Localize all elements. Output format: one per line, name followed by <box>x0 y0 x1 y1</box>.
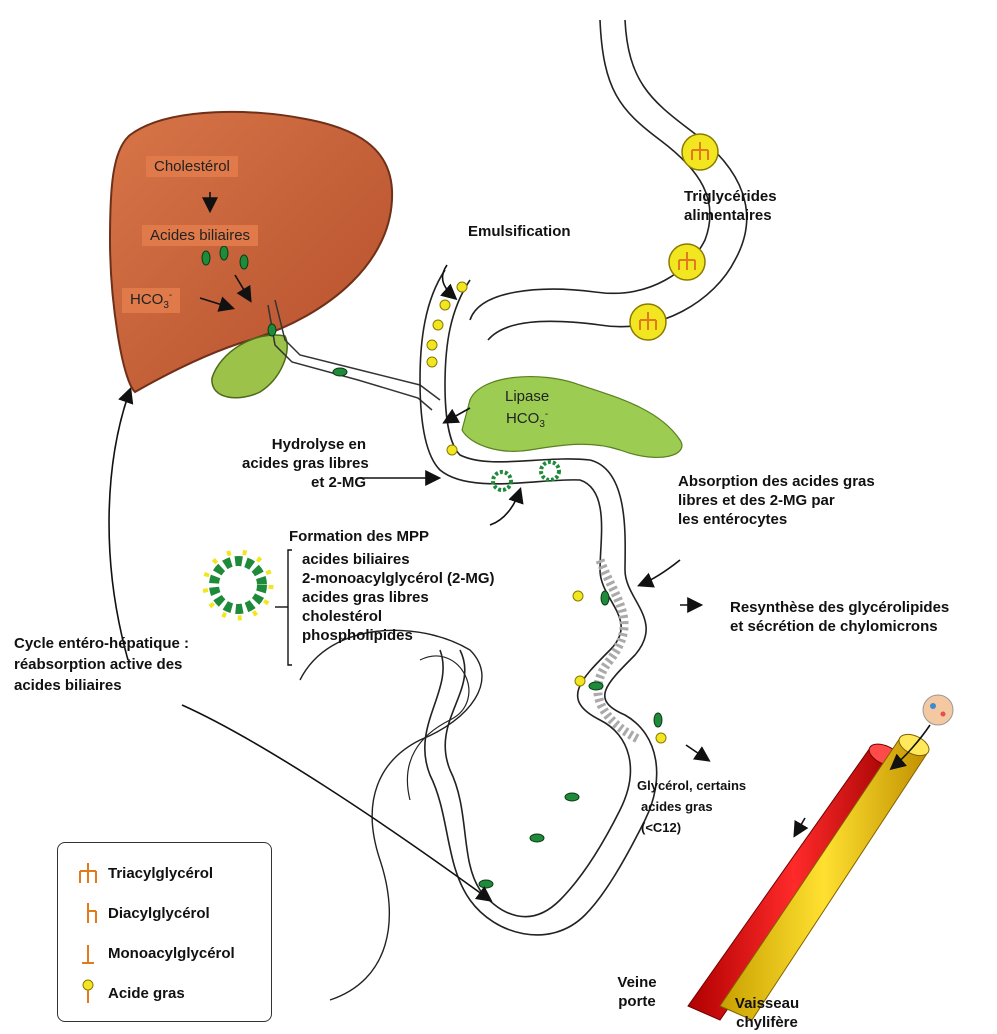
label-bile-acids: Acides biliaires <box>142 225 258 246</box>
label-pancreas: Lipase HCO3- <box>497 386 557 436</box>
legend: Triacylglycérol Diacylglycérol Monoacylg… <box>57 842 272 1022</box>
mpp-item: phospholipides <box>302 626 495 645</box>
pancreas-shape <box>462 377 682 458</box>
label-vein-2: porte <box>612 992 662 1011</box>
label-absorption-2: libres et des 2-MG par <box>678 491 875 510</box>
label-lymph-2: chylifère <box>722 1013 812 1032</box>
label-absorption: Absorption des acides gras libres et des… <box>678 472 875 529</box>
label-lymph-vessel: Vaisseau chylifère <box>722 994 812 1032</box>
triglyceride-droplets <box>630 134 718 340</box>
label-vein-1: Veine <box>612 973 662 992</box>
mpp-title: Formation des MPP <box>289 527 429 546</box>
label-glycerol-3: (<C12) <box>637 817 746 838</box>
label-resynthesis-2: et sécrétion de chylomicrons <box>730 617 949 636</box>
legend-diacylglycerol: Diacylglycérol <box>108 905 210 922</box>
hco3-pancreas-sup: - <box>545 409 548 420</box>
mpp-components: acides biliaires 2-monoacylglycérol (2-M… <box>302 550 495 645</box>
label-absorption-1: Absorption des acides gras <box>678 472 875 491</box>
mpp-item: cholestérol <box>302 607 495 626</box>
hco3-liver-sup: - <box>169 290 172 301</box>
lymph-vessel <box>720 730 932 1020</box>
label-lipase: Lipase <box>505 388 549 406</box>
label-portal-vein: Veine porte <box>612 973 662 1011</box>
label-glycerol: Glycérol, certains acides gras (<C12) <box>637 775 746 838</box>
label-absorption-3: les entérocytes <box>678 510 875 529</box>
legend-fatty-acid: Acide gras <box>108 985 185 1002</box>
triacylglycerol-icon <box>80 863 96 883</box>
label-triglycerides: Triglycérides alimentaires <box>684 187 777 225</box>
label-glycerol-1: Glycérol, certains <box>637 775 746 796</box>
label-glycerol-2: acides gras <box>637 796 746 817</box>
label-cycle-1: Cycle entéro-hépatique : <box>14 633 189 654</box>
micelle-mpp <box>205 552 271 618</box>
label-hydrolysis-3: et 2-MG <box>242 473 366 492</box>
label-hco3-liver: HCO3- <box>122 288 180 313</box>
label-triglycerides-2: alimentaires <box>684 206 777 225</box>
label-hydrolysis: Hydrolyse en acides gras libres et 2-MG <box>242 435 366 492</box>
label-hydrolysis-2: acides gras libres <box>242 454 366 473</box>
fatty-acid-icon <box>83 980 93 1003</box>
micelles-intestine <box>493 462 559 490</box>
label-enterohepatic-cycle: Cycle entéro-hépatique : réabsorption ac… <box>14 633 189 696</box>
hco3-pancreas-text: HCO <box>506 410 539 427</box>
hco3-liver-text: HCO <box>130 291 163 308</box>
label-hydrolysis-1: Hydrolyse en <box>242 435 366 454</box>
legend-monoacylglycerol: Monoacylglycérol <box>108 945 235 962</box>
label-emulsification: Emulsification <box>468 222 571 241</box>
hco3-liver-sub: 3 <box>163 300 169 311</box>
mpp-item: 2-monoacylglycérol (2-MG) <box>302 569 495 588</box>
label-lymph-1: Vaisseau <box>722 994 812 1013</box>
mpp-item: acides gras libres <box>302 588 495 607</box>
mpp-item: acides biliaires <box>302 550 495 569</box>
monoacylglycerol-icon <box>82 945 94 963</box>
chylomicron <box>923 695 953 725</box>
label-triglycerides-1: Triglycérides <box>684 187 777 206</box>
legend-triacylglycerol: Triacylglycérol <box>108 865 213 882</box>
label-cycle-3: acides biliaires <box>14 675 189 696</box>
hco3-pancreas-sub: 3 <box>539 419 545 430</box>
label-cholesterol: Cholestérol <box>146 156 238 177</box>
label-cycle-2: réabsorption active des <box>14 654 189 675</box>
label-resynthesis: Resynthèse des glycérolipides et sécréti… <box>730 598 949 636</box>
diacylglycerol-icon <box>88 903 96 923</box>
label-hco3-pancreas: HCO3- <box>505 406 549 434</box>
label-resynthesis-1: Resynthèse des glycérolipides <box>730 598 949 617</box>
